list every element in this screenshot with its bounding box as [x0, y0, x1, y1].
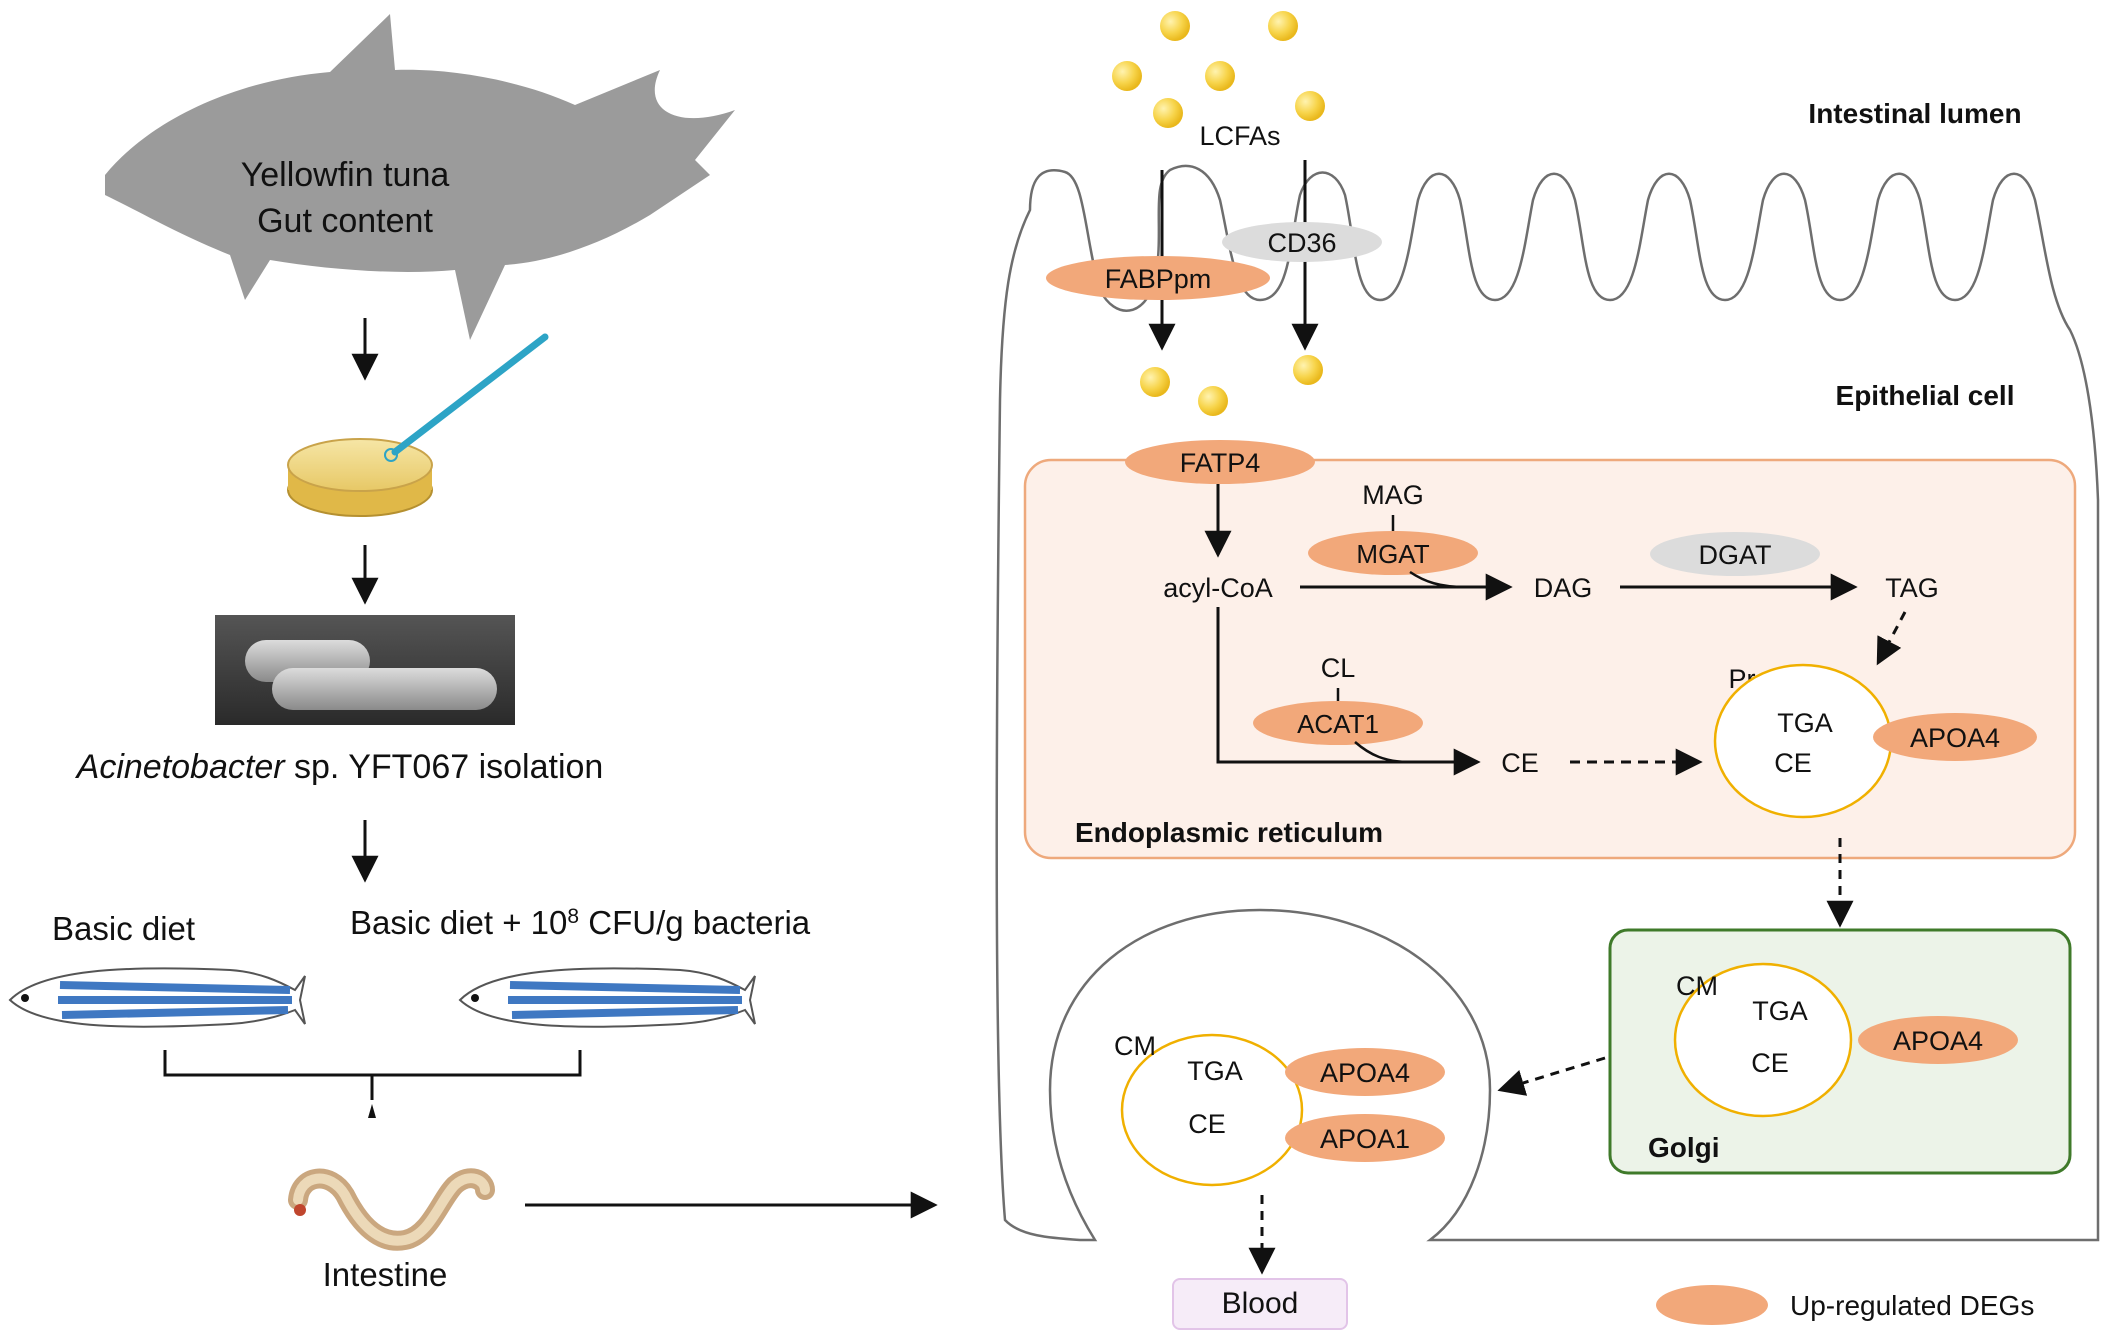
acat1-branch-curve — [1354, 741, 1411, 764]
lcfa-droplet-cytosol — [1293, 355, 1323, 385]
lcfa-droplet — [1295, 91, 1325, 121]
arrow-tag-to-precm — [1876, 611, 1907, 666]
cl-label: CL — [1321, 653, 1356, 683]
secreted-apoa4-protein — [1285, 1048, 1445, 1096]
golgi-apoa4-protein — [1858, 1016, 2018, 1064]
acyl-coa-label: acyl-CoA — [1163, 573, 1273, 603]
blood-box: Blood — [1172, 1278, 1348, 1330]
golgi-cm-particle — [1673, 962, 1853, 1118]
tuna-label-line2: Gut content — [257, 202, 433, 240]
dgat-label: DGAT — [1699, 540, 1772, 570]
pre-cm-tga-label: TGA — [1777, 708, 1833, 738]
fatp4-protein — [1125, 440, 1315, 484]
mgat-branch-curve — [1409, 570, 1466, 589]
legend-label: Up-regulated DEGs — [1790, 1290, 2034, 1321]
lcfa-droplet — [1153, 98, 1183, 128]
fabppm-label: FABPpm — [1105, 264, 1212, 294]
intestine-icon — [288, 1168, 495, 1251]
golgi-apoa4-label: APOA4 — [1893, 1026, 1983, 1056]
secreted-cm-label: CM — [1114, 1031, 1156, 1061]
mgat-label: MGAT — [1356, 539, 1429, 569]
mgat-protein — [1308, 531, 1478, 575]
dgat-protein — [1650, 532, 1820, 576]
zebrafish-control-icon — [8, 967, 306, 1028]
petri-dish-icon — [287, 438, 433, 517]
secreted-ce-label: CE — [1188, 1109, 1226, 1139]
pre-cm-particle — [1713, 663, 1893, 819]
secreted-apoa1-protein — [1285, 1114, 1445, 1162]
lcfa-droplet-cytosol — [1140, 367, 1170, 397]
secreted-apoa4-label: APOA4 — [1320, 1058, 1410, 1088]
lcfa-droplet — [1205, 61, 1235, 91]
lcfa-droplet — [1268, 11, 1298, 41]
lcfa-droplet-cytosol — [1198, 386, 1228, 416]
dag-label: DAG — [1534, 573, 1593, 603]
mag-label: MAG — [1362, 480, 1424, 510]
golgi-ce-label: CE — [1751, 1048, 1789, 1078]
blood-label: Blood — [1221, 1287, 1299, 1320]
diet-treatment-label: Basic diet + 108 CFU/g bacteria — [350, 904, 811, 941]
diet-control-label: Basic diet — [52, 910, 195, 947]
fatp4-label: FATP4 — [1180, 448, 1261, 478]
diet-group-bracket — [163, 1050, 582, 1077]
lcfas-label: LCFAs — [1199, 121, 1280, 151]
golgi-tga-label: TGA — [1752, 996, 1808, 1026]
er-label: Endoplasmic reticulum — [1075, 817, 1383, 848]
acat1-label: ACAT1 — [1297, 709, 1379, 739]
tag-label: TAG — [1885, 573, 1939, 603]
bracket-tick — [368, 1104, 376, 1118]
intestinal-lumen-label: Intestinal lumen — [1808, 98, 2021, 129]
isolation-label: Acinetobacter sp. YFT067 isolation — [75, 748, 604, 786]
cd36-label: CD36 — [1267, 228, 1336, 258]
tuna-silhouette-icon — [105, 14, 735, 340]
secreted-tga-label: TGA — [1187, 1056, 1243, 1086]
fabppm-protein — [1046, 256, 1270, 300]
epithelial-cell-label: Epithelial cell — [1836, 380, 2015, 411]
intestine-label: Intestine — [323, 1256, 448, 1293]
arrow-acylcoa-to-ce — [1216, 607, 1481, 776]
tuna-label-line1: Yellowfin tuna — [241, 156, 450, 194]
endoplasmic-reticulum — [1023, 458, 2077, 860]
lcfa-droplets-lumen — [1112, 11, 1325, 128]
ce-er-label: CE — [1501, 748, 1539, 778]
secreted-cm-particle — [1120, 1033, 1304, 1187]
golgi-label: Golgi — [1648, 1132, 1720, 1163]
lcfa-droplet — [1160, 11, 1190, 41]
cd36-protein — [1222, 222, 1382, 262]
arrow-golgi-to-vesicle — [1497, 1056, 1606, 1096]
secreted-apoa1-label: APOA1 — [1320, 1124, 1410, 1154]
pre-cm-ce-label: CE — [1774, 748, 1812, 778]
legend-swatch-up-regulated — [1656, 1285, 1768, 1325]
pre-cm-apoa4-label: APOA4 — [1910, 723, 2000, 753]
sem-micrograph-image — [215, 615, 515, 725]
acat1-protein — [1253, 701, 1423, 745]
zebrafish-treatment-icon — [458, 967, 756, 1028]
inoculating-loop-icon — [384, 333, 549, 462]
golgi-cm-label: CM — [1676, 971, 1718, 1001]
pre-cm-apoa4-protein — [1873, 713, 2037, 761]
lcfa-droplet — [1112, 61, 1142, 91]
